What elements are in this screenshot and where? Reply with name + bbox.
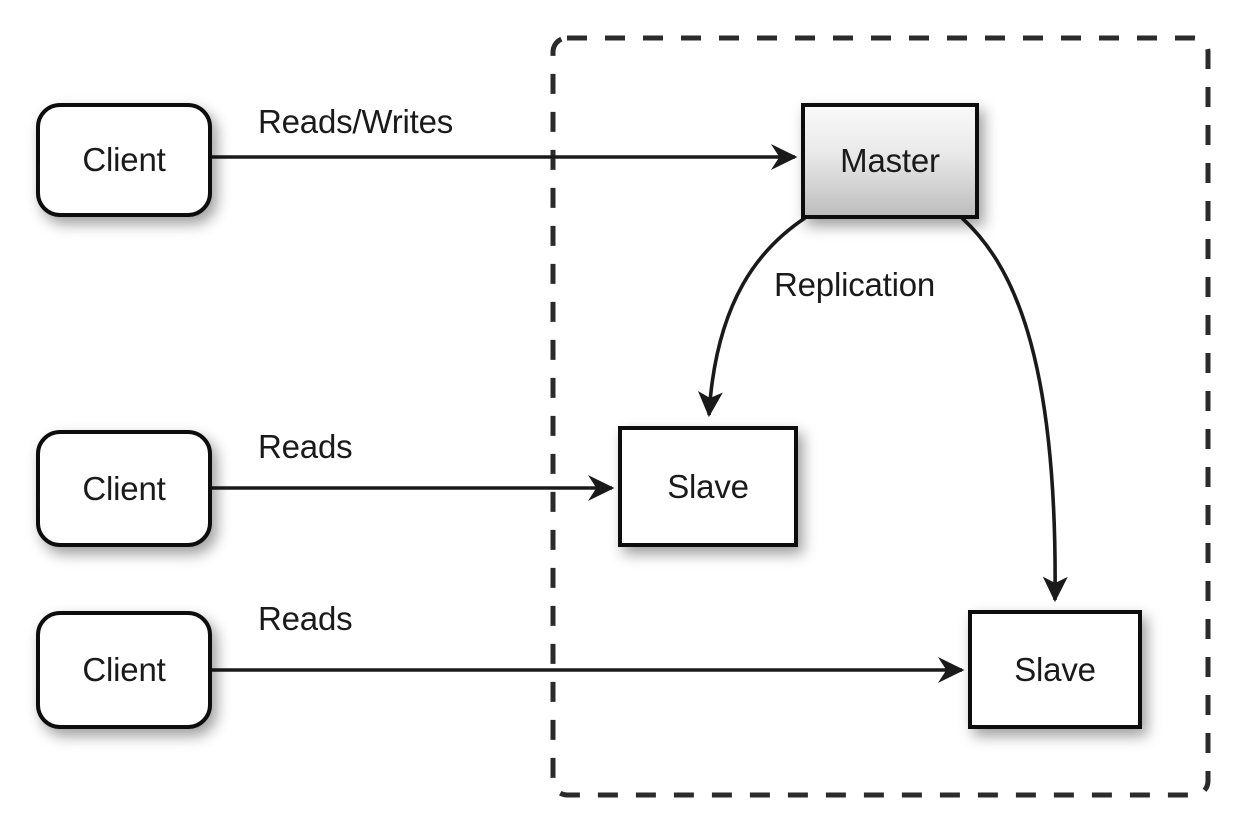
edge-replication-upper-curve	[697, 216, 806, 418]
edge-replication-lower-curve	[960, 216, 1068, 603]
edge-label-reads-upper: Reads	[258, 428, 353, 465]
edge-label-reads-lower: Reads	[258, 600, 353, 637]
node-master[interactable]	[801, 103, 979, 219]
edge-label-reads-writes: Reads/Writes	[258, 103, 454, 140]
node-slave-upper[interactable]	[618, 426, 798, 547]
edge-label-replication: Replication	[774, 266, 936, 303]
node-client-bottom[interactable]	[36, 611, 212, 729]
replication-boundary	[550, 35, 1211, 798]
node-client-middle[interactable]	[36, 430, 212, 547]
node-client-top[interactable]	[36, 103, 212, 217]
node-slave-lower[interactable]	[968, 610, 1142, 729]
